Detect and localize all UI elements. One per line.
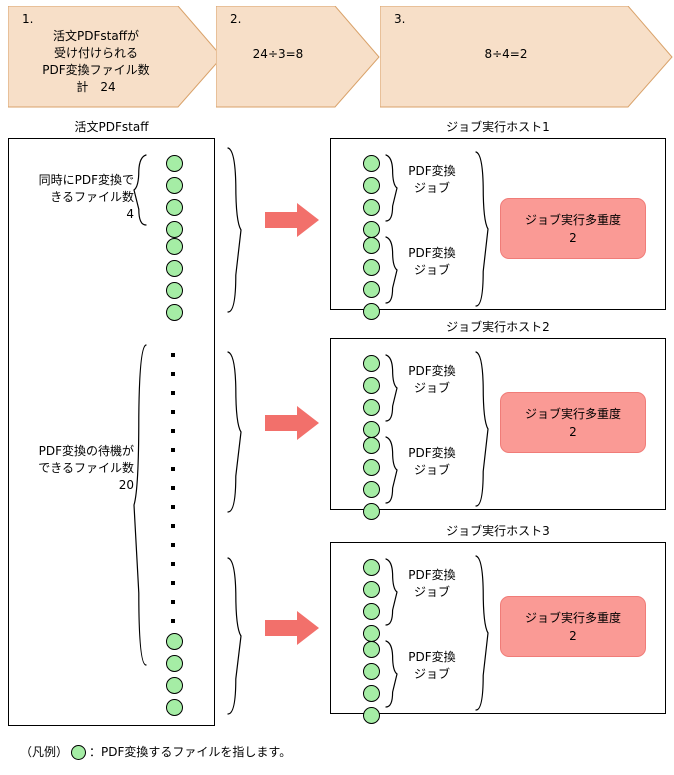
host-2-job-2-file-circle-2	[363, 459, 380, 476]
staff-queued-file-circle-bottom-3	[166, 677, 183, 694]
host-1-multiplicity-box: ジョブ実行多重度 2	[500, 198, 646, 259]
step-banner-3: 3. 8÷4=2	[380, 6, 673, 108]
step-banner-2-number: 2.	[230, 12, 242, 26]
host-2-multiplicity-value: 2	[569, 424, 577, 439]
queue-files-label: PDF変換の待機が できるファイル数 20	[38, 444, 134, 492]
host-2-multiplicity-label: ジョブ実行多重度	[524, 406, 621, 421]
staff-to-host-3-brace	[227, 557, 242, 715]
host-1-job-2-file-circle-2	[363, 259, 380, 276]
staff-active-file-circle-4	[166, 221, 183, 238]
host-3-job-1-file-circle-2	[363, 581, 380, 598]
legend-suffix: ：PDF変換するファイルを指します。	[89, 745, 292, 759]
staff-active-file-circle-1	[166, 155, 183, 172]
step-banner-1-shape	[8, 6, 223, 108]
host-3-job-2-file-circle-2	[363, 663, 380, 680]
staff-active-file-circle-3	[166, 199, 183, 216]
host-2-job-2-file-circle-4	[363, 503, 380, 520]
host-2-job-1-label: PDF変換 ジョブ	[408, 364, 456, 395]
staff-queued-file-circle-top-1	[166, 238, 183, 255]
host-1-multiplicity-value: 2	[569, 230, 577, 245]
host-3-job-1-file-circle-1	[363, 559, 380, 576]
step-banner-3-text: 8÷4=2	[484, 47, 528, 61]
host-1-job-1-file-circle-4	[363, 221, 380, 238]
legend-circle-icon	[71, 744, 87, 760]
host-1-job-1-file-circle-1	[363, 155, 380, 172]
host-3-title: ジョブ実行ホスト3	[446, 524, 550, 538]
staff-queued-file-circle-bottom-1	[166, 633, 183, 650]
host-3-job-2-file-circle-1	[363, 641, 380, 658]
staff-queued-file-circle-bottom-2	[166, 655, 183, 672]
staff-to-host-2-brace	[227, 351, 242, 513]
host-2-job-2-label: PDF変換 ジョブ	[408, 446, 456, 477]
host-1-job-2-file-circle-4	[363, 303, 380, 320]
staff-queued-file-circle-top-2	[166, 260, 183, 277]
host-3-job-2-label: PDF変換 ジョブ	[408, 650, 456, 681]
host-2-multiplicity-box: ジョブ実行多重度 2	[500, 392, 646, 453]
host-2-job-1-file-circle-3	[363, 399, 380, 416]
staff-to-host-1-brace	[227, 147, 242, 313]
host-3-job-2-file-circle-3	[363, 685, 380, 702]
step-banner-2: 2. 24÷3=8	[216, 6, 380, 108]
host-1-multiplicity-label: ジョブ実行多重度	[524, 212, 621, 227]
host-1-job-1-file-circle-3	[363, 199, 380, 216]
staff-panel-box	[8, 138, 215, 726]
host-3-job-1-file-circle-4	[363, 625, 380, 642]
legend-prefix: （凡例）	[20, 745, 69, 759]
staff-active-file-circle-2	[166, 177, 183, 194]
host-3-multiplicity-value: 2	[569, 628, 577, 643]
host-1-job-1-file-circle-2	[363, 177, 380, 194]
legend: （凡例） ：PDF変換するファイルを指します。	[20, 744, 291, 760]
staff-queued-file-circle-top-4	[166, 304, 183, 321]
host-1-job-2-file-circle-3	[363, 281, 380, 298]
host-3-job-1-file-circle-3	[363, 603, 380, 620]
host-2-job-1-file-circle-1	[363, 355, 380, 372]
step-banner-2-text: 24÷3=8	[252, 47, 304, 61]
flow-arrow-host-1	[265, 203, 319, 237]
host-3-job-2-file-circle-4	[363, 707, 380, 724]
staff-panel-title: 活文PDFstaff	[74, 120, 149, 134]
host-1-job-1-label: PDF変換 ジョブ	[408, 164, 456, 195]
host-2-title: ジョブ実行ホスト2	[446, 320, 550, 334]
host-1-job-2-label: PDF変換 ジョブ	[408, 246, 456, 277]
host-3-job-1-label: PDF変換 ジョブ	[408, 568, 456, 599]
staff-queued-file-circle-top-3	[166, 282, 183, 299]
step-banner-3-number: 3.	[394, 12, 406, 26]
host-2-job-1-file-circle-4	[363, 421, 380, 438]
host-2-job-2-file-circle-3	[363, 481, 380, 498]
step-banner-1-text: 活文PDFstaffが 受け付けられる PDF変換ファイル数 計 24	[42, 29, 150, 94]
concurrent-files-label: 同時にPDF変換で きるファイル数 4	[38, 173, 134, 221]
flow-arrow-host-2	[265, 406, 319, 440]
host-3-multiplicity-label: ジョブ実行多重度	[524, 610, 621, 625]
step-banner-1-number: 1.	[22, 12, 34, 26]
host-2-job-1-file-circle-2	[363, 377, 380, 394]
host-2-job-2-file-circle-1	[363, 437, 380, 454]
step-banner-2-shape	[216, 6, 380, 108]
step-banner-1: 1. 活文PDFstaffが 受け付けられる PDF変換ファイル数 計 24	[8, 6, 223, 108]
flow-arrow-host-3	[265, 611, 319, 645]
staff-queued-file-circle-bottom-4	[166, 699, 183, 716]
host-3-multiplicity-box: ジョブ実行多重度 2	[500, 596, 646, 657]
host-1-title: ジョブ実行ホスト1	[446, 120, 550, 134]
host-1-job-2-file-circle-1	[363, 237, 380, 254]
step-banner-3-shape	[380, 6, 673, 108]
